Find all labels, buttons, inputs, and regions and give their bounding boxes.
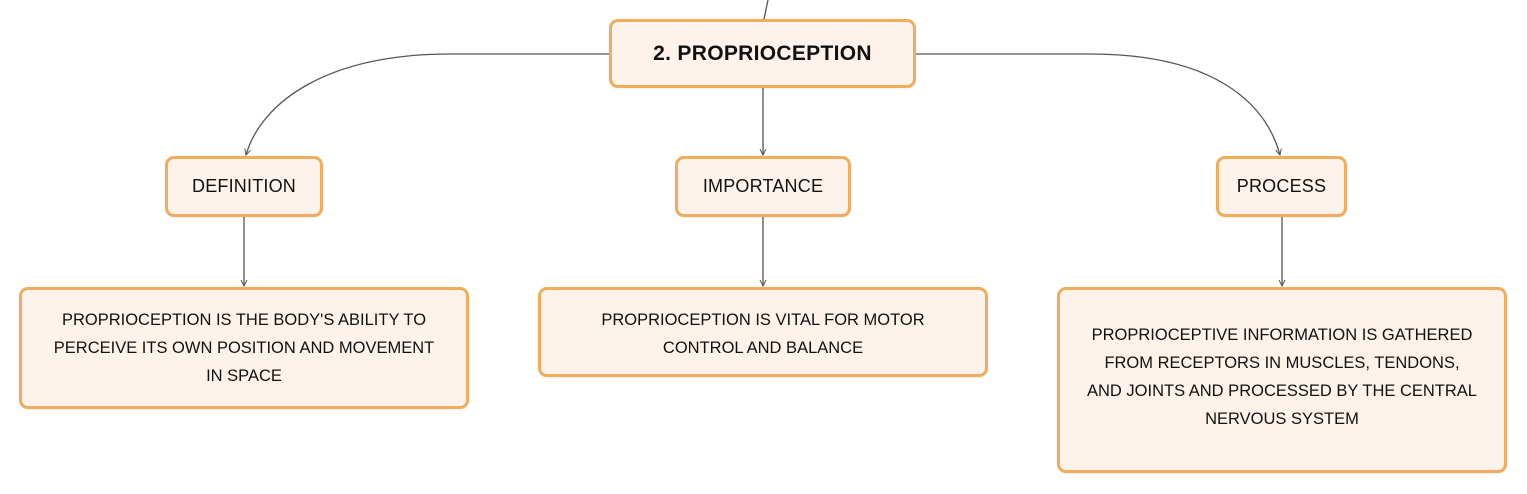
branch-node-process[interactable]: PROCESS [1216, 156, 1347, 217]
root-node[interactable]: 2. PROPRIOCEPTION [609, 19, 916, 88]
connector-root-to-process [916, 53, 1280, 155]
branch-label-importance: IMPORTANCE [702, 176, 824, 196]
connector-incoming [763, 0, 769, 20]
detail-text-definition: PROPRIOCEPTION IS THE BODY'S ABILITY TO … [53, 311, 435, 385]
root-label: 2. PROPRIOCEPTION [653, 41, 872, 65]
branch-label-definition: DEFINITION [192, 176, 296, 196]
branch-label-process: PROCESS [1236, 176, 1327, 196]
branch-node-importance[interactable]: IMPORTANCE [675, 156, 851, 217]
detail-node-importance[interactable]: PROPRIOCEPTION IS VITAL FOR MOTOR CONTRO… [538, 287, 988, 377]
detail-text-process: PROPRIOCEPTIVE INFORMATION IS GATHERED F… [1087, 326, 1477, 428]
detail-node-process[interactable]: PROPRIOCEPTIVE INFORMATION IS GATHERED F… [1057, 287, 1507, 473]
branch-node-definition[interactable]: DEFINITION [165, 156, 323, 217]
detail-text-importance: PROPRIOCEPTION IS VITAL FOR MOTOR CONTRO… [601, 311, 925, 357]
detail-node-definition[interactable]: PROPRIOCEPTION IS THE BODY'S ABILITY TO … [19, 287, 469, 409]
connector-root-to-definition [246, 53, 609, 155]
